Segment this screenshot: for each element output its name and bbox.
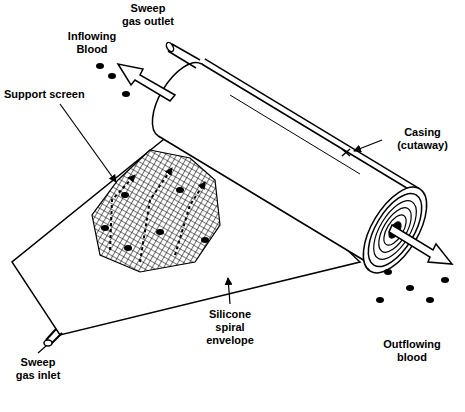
leader-line [38,104,382,353]
callout-label: Sweep gas outlet [120,2,176,28]
gas-outlet-tube [165,41,175,53]
gas-inlet-tube [44,340,52,346]
blood-drops [96,63,130,97]
casing [205,59,420,189]
outflow-arrow [389,225,452,264]
support-screen [92,150,220,272]
gas-flow-path [110,168,205,262]
blood-drops [101,187,209,251]
callout-label: Sweep gas inlet [12,356,64,382]
blood-drops [376,269,449,303]
callout-label: Support screen [4,88,104,101]
inflow-arrow [118,64,175,101]
callout-label: Casing (cutaway) [385,126,460,152]
callout-label: Outflowing blood [372,338,452,364]
callout-label: Silicone spiral envelope [200,308,260,347]
casing [230,95,360,174]
casing-mark [342,149,350,156]
callout-label: Inflowing Blood [62,30,122,56]
